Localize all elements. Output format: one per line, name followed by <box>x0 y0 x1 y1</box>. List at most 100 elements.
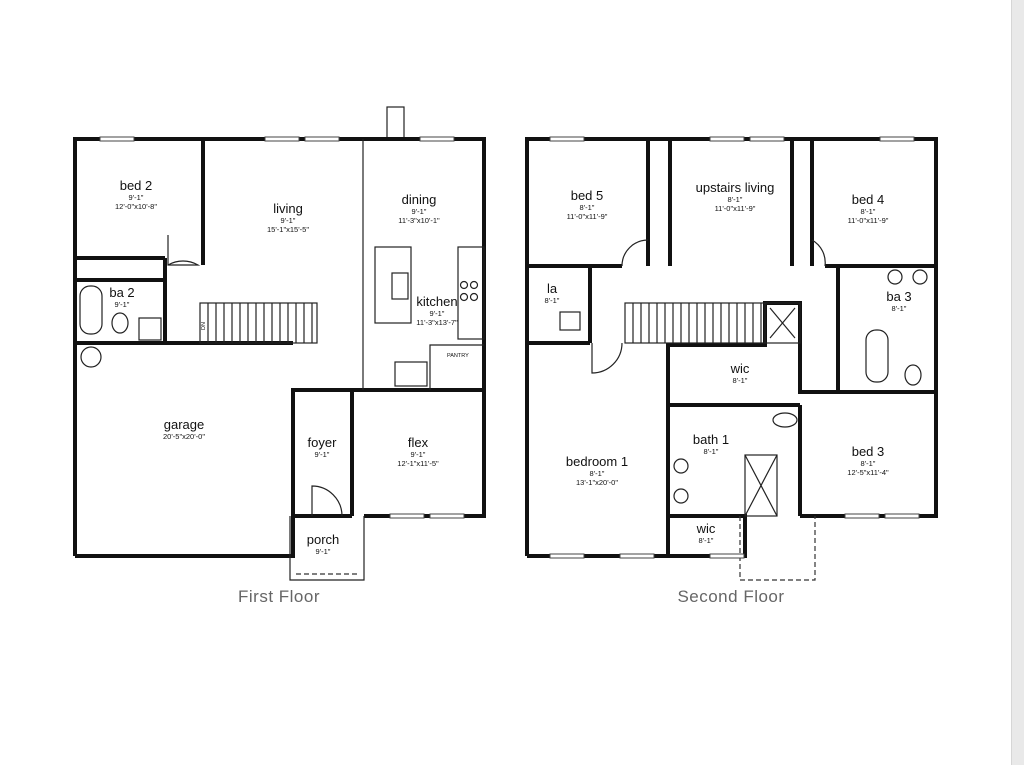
room-size: 12'-0"x10'-8" <box>115 202 157 211</box>
room-size: 11'-0"x11'-9" <box>567 212 608 221</box>
kitchen-island <box>374 246 412 324</box>
room-label: bed 58'-1"11'-0"x11'-9" <box>567 188 608 221</box>
stairs <box>199 302 318 344</box>
door <box>621 239 649 267</box>
window <box>389 513 425 519</box>
window <box>549 553 585 559</box>
window <box>709 553 745 559</box>
ceiling-height: 9'-1" <box>129 193 144 202</box>
toilet <box>111 312 129 334</box>
kitchen-counter <box>457 246 485 340</box>
stair-treads <box>207 303 313 343</box>
window <box>304 136 340 142</box>
room-label: la8'-1" <box>545 281 560 305</box>
ceiling-height: 8'-1" <box>728 195 743 204</box>
room-name: wic <box>730 361 750 376</box>
ceiling-height: 8'-1" <box>733 376 748 385</box>
ceiling-height: 9'-1" <box>115 300 130 309</box>
stair-treads <box>632 303 762 343</box>
room-label: bed 48'-1"11'-0"x11'-9" <box>848 192 889 225</box>
stove-burner <box>469 280 479 290</box>
room-name: ba 3 <box>886 289 911 304</box>
room-name: bath 1 <box>693 432 729 447</box>
room-name: ba 2 <box>109 285 134 300</box>
sink <box>138 317 162 341</box>
room-name: upstairs living <box>696 180 775 195</box>
room-size: 13'-1"x20'-0" <box>576 478 618 487</box>
room-name: bed 2 <box>120 178 153 193</box>
water-heater <box>80 346 102 368</box>
room-label: ba 38'-1" <box>886 289 911 313</box>
porch-outline <box>289 516 365 581</box>
shower-x <box>744 454 778 517</box>
sink <box>673 458 689 474</box>
ceiling-height: 9'-1" <box>412 207 427 216</box>
room-name: garage <box>164 417 204 432</box>
pantry-label: PANTRY <box>447 353 469 359</box>
room-size: 11'-3"x13'-7" <box>416 318 458 327</box>
window <box>99 136 135 142</box>
room-size: 20'-5"x20'-0" <box>163 432 205 441</box>
room-name: bedroom 1 <box>566 454 628 469</box>
room-name: wic <box>696 521 716 536</box>
ceiling-height: 8'-1" <box>704 447 719 456</box>
toilet <box>904 364 922 386</box>
room-name: porch <box>307 532 340 547</box>
sink <box>673 488 689 504</box>
room-label: bedroom 18'-1"13'-1"x20'-0" <box>566 454 628 487</box>
toilet <box>772 412 798 428</box>
room-name: living <box>273 201 303 216</box>
stove-burner <box>459 280 469 290</box>
interior-wall <box>75 388 484 558</box>
washer <box>559 311 581 331</box>
window <box>884 513 920 519</box>
room-name: bed 5 <box>571 188 604 203</box>
door <box>167 235 201 266</box>
room-label: bed 38'-1"12'-5"x11'-4" <box>847 444 889 477</box>
ceiling-height: 8'-1" <box>861 207 876 216</box>
ceiling-height: 8'-1" <box>580 203 595 212</box>
room-size: 11'-3"x10'-1" <box>398 216 440 225</box>
pantry-wall <box>429 344 484 390</box>
second-floor-plan <box>525 136 938 581</box>
ceiling-height: 9'-1" <box>316 547 331 556</box>
fridge <box>394 361 428 387</box>
room-name: foyer <box>308 435 338 450</box>
ceiling-height: 9'-1" <box>411 450 426 459</box>
ceiling-height: 8'-1" <box>545 296 560 305</box>
door <box>811 239 826 267</box>
stove-burner <box>459 292 469 302</box>
sink <box>912 269 928 285</box>
floor-title-first: First Floor <box>238 587 320 606</box>
room-size: 12'-1"x11'-5" <box>397 459 439 468</box>
window <box>844 513 880 519</box>
room-label: ba 29'-1" <box>109 285 134 309</box>
window <box>549 136 585 142</box>
room-name: bed 4 <box>852 192 885 207</box>
ceiling-height: 8'-1" <box>699 536 714 545</box>
sink <box>887 269 903 285</box>
stair-label: DN <box>201 322 207 330</box>
room-label: bed 29'-1"12'-0"x10'-8" <box>115 178 157 211</box>
dishwasher <box>391 272 409 300</box>
ceiling-height: 9'-1" <box>430 309 445 318</box>
room-name: bed 3 <box>852 444 885 459</box>
chimney <box>386 106 405 140</box>
ceiling-height: 9'-1" <box>315 450 330 459</box>
room-size: 11'-0"x11'-9" <box>848 216 889 225</box>
room-size: 12'-5"x11'-4" <box>847 468 889 477</box>
scrollbar[interactable] <box>1011 0 1024 765</box>
room-name: la <box>547 281 558 296</box>
ceiling-height: 8'-1" <box>892 304 907 313</box>
bathtub <box>865 329 889 383</box>
window <box>879 136 915 142</box>
